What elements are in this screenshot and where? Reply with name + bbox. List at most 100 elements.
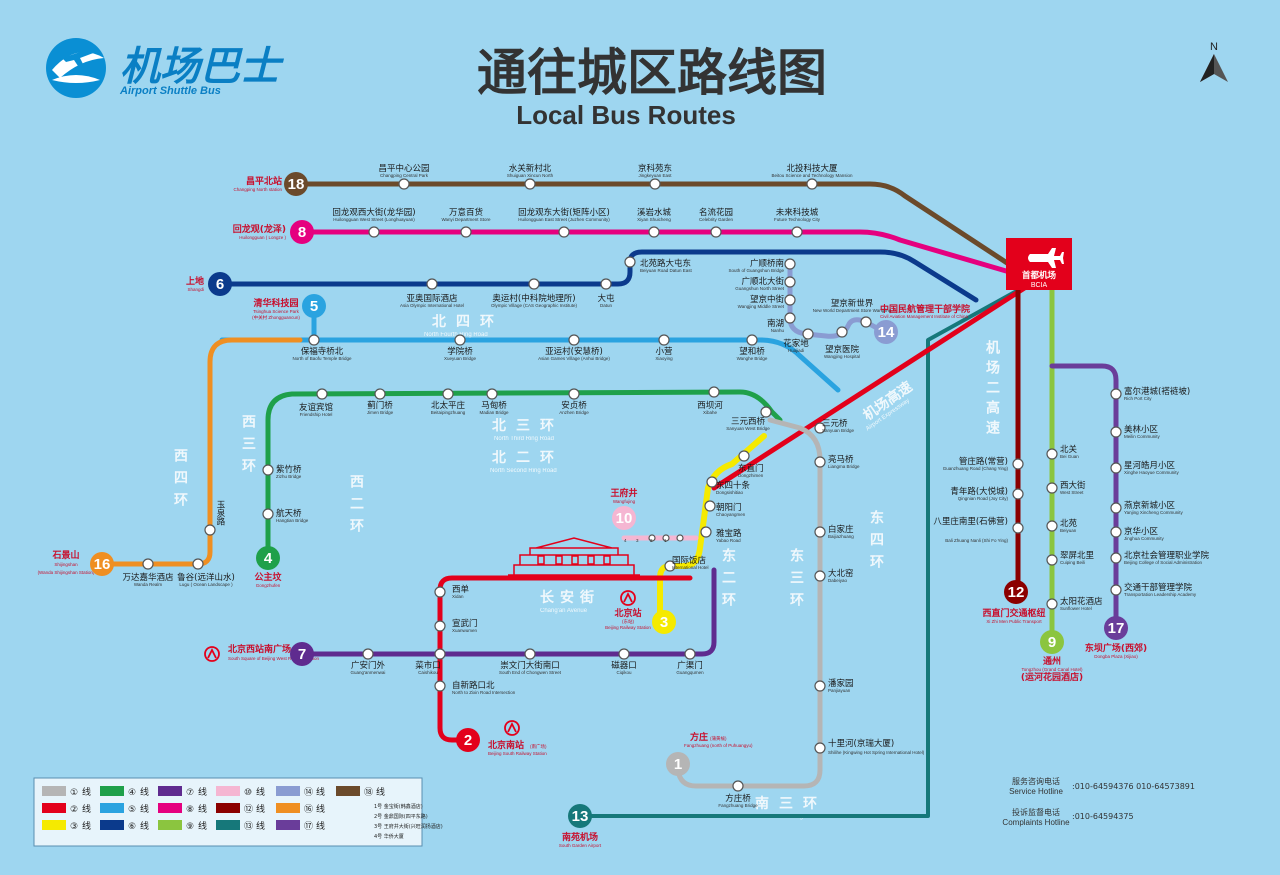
svg-text:望京医院: 望京医院 — [825, 344, 860, 355]
svg-text:广安门外: 广安门外 — [351, 660, 386, 671]
line-badges[interactable]: 18 8 6 5 14 16 4 10 3 7 2 1 13 12 9 17 — [90, 172, 1128, 828]
svg-text:Zizhu Bridge: Zizhu Bridge — [276, 474, 302, 479]
station-dot — [316, 388, 328, 400]
svg-text:Gongzhufen: Gongzhufen — [256, 583, 281, 588]
svg-text:South Garden Airport: South Garden Airport — [559, 843, 602, 848]
svg-text:Lugu ( Ocean Landscape ): Lugu ( Ocean Landscape ) — [179, 582, 233, 587]
airplane-icon — [1028, 248, 1064, 268]
svg-text:北苑路大屯东: 北苑路大屯东 — [640, 258, 691, 269]
station-dot — [1046, 482, 1058, 494]
line-18-path — [295, 181, 1033, 281]
station-dot — [434, 620, 446, 632]
station-dot — [374, 388, 386, 400]
svg-text:东三环: 东三环 — [788, 547, 804, 614]
svg-text:三元桥: 三元桥 — [822, 418, 848, 429]
svg-text:京华小区: 京华小区 — [1124, 526, 1159, 537]
railway-icon — [204, 646, 220, 662]
svg-text:太阳花酒店: 太阳花酒店 — [1060, 596, 1103, 607]
svg-text:Complaints Hotline: Complaints Hotline — [1002, 818, 1070, 827]
svg-text:燕京新城小区: 燕京新城小区 — [1124, 500, 1176, 511]
svg-text:Changping North station: Changping North station — [233, 187, 282, 192]
svg-text:南三环: 南三环 — [755, 795, 827, 812]
svg-text:北投科技大厦: 北投科技大厦 — [786, 163, 838, 174]
svg-text:Olympic Village (CAS Geographi: Olympic Village (CAS Geographic Institut… — [491, 303, 577, 308]
svg-text:八里庄南里(石佛营): 八里庄南里(石佛营) — [933, 516, 1008, 527]
svg-text:14: 14 — [878, 324, 895, 341]
svg-text:线: 线 — [198, 803, 207, 815]
station-dot — [486, 388, 498, 400]
svg-text:⑩: ⑩ — [244, 788, 252, 798]
station-dot — [791, 226, 803, 238]
svg-text:友谊宾馆: 友谊宾馆 — [299, 402, 333, 413]
svg-text:望京中街: 望京中街 — [750, 294, 785, 305]
station-dot — [806, 178, 818, 190]
station-dot — [1012, 458, 1024, 470]
svg-text:West Street: West Street — [1060, 490, 1084, 495]
station-dot — [760, 406, 772, 418]
svg-text:Wangjing Hospital: Wangjing Hospital — [824, 354, 860, 359]
airport-name: 首都机场 — [1022, 270, 1057, 281]
svg-text:13: 13 — [572, 808, 589, 825]
svg-text:奥运村(中科院地理所): 奥运村(中科院地理所) — [492, 293, 575, 304]
station-dot — [1110, 502, 1122, 514]
svg-text:东四十条: 东四十条 — [716, 480, 751, 491]
svg-text:广顺桥南: 广顺桥南 — [750, 258, 784, 269]
svg-text:South Square of Beijing West R: South Square of Beijing West Railway Sta… — [228, 656, 319, 661]
station-dot — [784, 276, 796, 288]
svg-text:学院桥: 学院桥 — [447, 346, 473, 357]
svg-text:Huajiadi: Huajiadi — [788, 348, 804, 353]
line-17-path — [1049, 363, 1119, 631]
station-dot — [192, 558, 204, 570]
svg-text:宣武门: 宣武门 — [452, 618, 478, 629]
svg-text:Hangtian Bridge: Hangtian Bridge — [276, 518, 309, 523]
svg-text:North Fourth Ring Road: North Fourth Ring Road — [424, 332, 488, 338]
svg-text:北京社会管理职业学院: 北京社会管理职业学院 — [1124, 550, 1210, 561]
svg-text:线: 线 — [198, 820, 207, 832]
station-dot — [1046, 598, 1058, 610]
svg-text:Nanhu: Nanhu — [771, 328, 785, 333]
svg-text:①: ① — [70, 788, 78, 798]
station-dot — [262, 464, 274, 476]
station-dot — [460, 226, 472, 238]
svg-text:③: ③ — [70, 822, 78, 832]
railway-icon — [504, 720, 520, 736]
svg-text:线: 线 — [82, 820, 91, 832]
svg-text:通州: 通州 — [1043, 655, 1061, 667]
svg-text:中国民航管理干部学院: 中国民航管理干部学院 — [880, 303, 970, 315]
svg-text:方庄: 方庄 — [690, 731, 708, 743]
station-dot — [308, 334, 320, 346]
svg-text:Tsinghua Science Park: Tsinghua Science Park — [253, 309, 300, 314]
badge-line-10: 10 — [612, 506, 636, 530]
svg-text:②: ② — [70, 805, 78, 815]
svg-text:交通干部管理学院: 交通干部管理学院 — [1124, 582, 1193, 593]
svg-text:2号 金鼎国际(四平东路): 2号 金鼎国际(四平东路) — [374, 813, 428, 820]
svg-text:16: 16 — [94, 556, 111, 573]
svg-text:Xueyuan Bridge: Xueyuan Bridge — [444, 356, 477, 361]
airport-terminal[interactable]: 首都机场 BCIA — [1006, 238, 1072, 290]
station-dot — [368, 226, 380, 238]
station-dot — [708, 386, 720, 398]
svg-text:International Hotel: International Hotel — [672, 565, 709, 570]
svg-text:大屯: 大屯 — [597, 293, 615, 304]
svg-text:北关: 北关 — [1060, 444, 1078, 455]
svg-text:Asia Olympic International Hot: Asia Olympic International Hotel — [400, 303, 464, 308]
station-dot — [262, 508, 274, 520]
svg-text:管庄路(常营): 管庄路(常营) — [959, 456, 1008, 467]
svg-text:1: 1 — [674, 756, 682, 773]
station-dot — [1110, 552, 1122, 564]
svg-text:大北窑: 大北窑 — [828, 568, 854, 579]
svg-text:北太平庄: 北太平庄 — [431, 400, 466, 411]
svg-text:京科苑东: 京科苑东 — [638, 163, 672, 174]
svg-text:Guanzhuang Road (Chang Ying): Guanzhuang Road (Chang Ying) — [943, 466, 1009, 471]
svg-text:Cuiping Beili: Cuiping Beili — [1060, 560, 1085, 565]
svg-text:Yabao Road: Yabao Road — [716, 538, 741, 543]
svg-text:Service Hotline: Service Hotline — [1009, 787, 1063, 796]
svg-text:⑦: ⑦ — [186, 788, 194, 798]
svg-text:Wanda Realm: Wanda Realm — [134, 582, 163, 587]
station-dot — [524, 648, 536, 660]
station-dot — [684, 648, 696, 660]
station-dot — [1012, 522, 1024, 534]
svg-text:Huilongguan ( Longze ): Huilongguan ( Longze ) — [239, 235, 286, 240]
page-subtitle: Local Bus Routes — [516, 100, 736, 130]
svg-text:青年路(大悦城): 青年路(大悦城) — [950, 486, 1008, 497]
